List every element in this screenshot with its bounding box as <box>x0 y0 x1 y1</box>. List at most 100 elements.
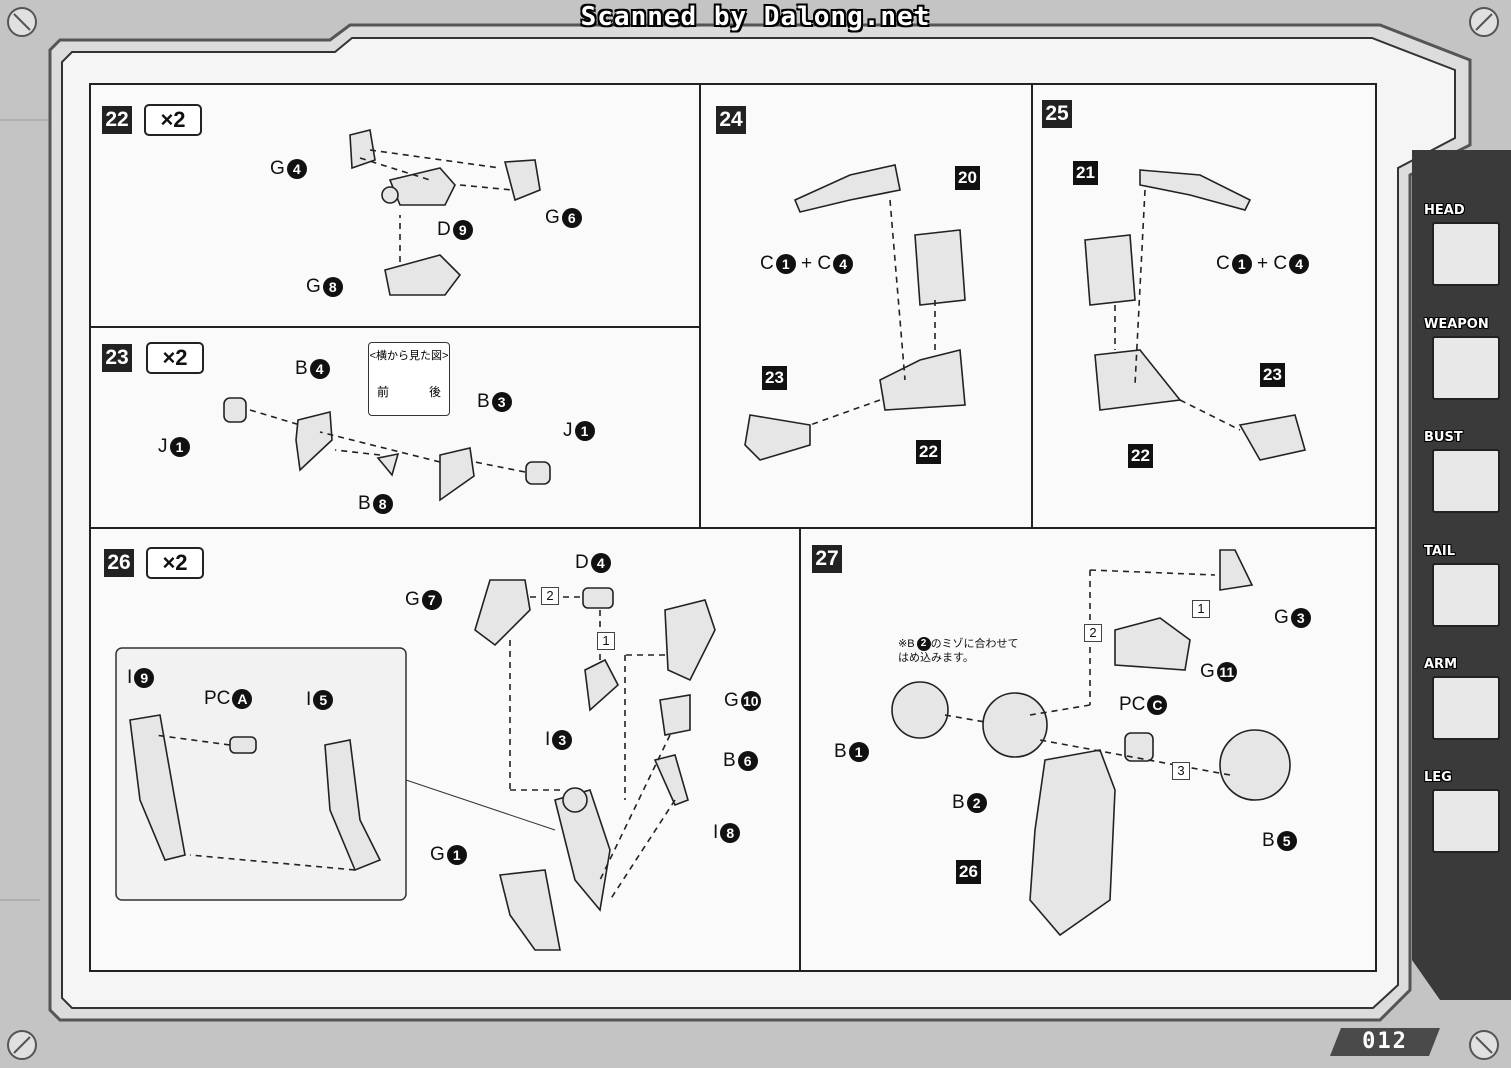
tab-label: LEG <box>1424 770 1452 785</box>
part-number: 5 <box>1276 830 1297 851</box>
step-ref: 21 <box>1073 161 1098 185</box>
part-number: A <box>232 688 253 709</box>
tab-arm[interactable]: ARM <box>1420 657 1504 740</box>
step-26-multiplier: ×2 <box>146 547 204 579</box>
step-23-multiplier: ×2 <box>146 342 204 374</box>
part-letter: G <box>724 690 739 711</box>
part-number: 11 <box>1216 661 1237 682</box>
step-ref: 26 <box>956 860 981 884</box>
part-letter: G <box>405 589 420 610</box>
part-letter: G <box>270 158 285 179</box>
step-ref: 22 <box>916 440 941 464</box>
tab-tail[interactable]: TAIL <box>1420 544 1504 627</box>
part-letter: I <box>713 822 719 843</box>
part-number: 1 <box>1231 253 1252 274</box>
assembly-order-marker: 2 <box>541 587 559 605</box>
part-letter: C <box>817 253 832 274</box>
part-letter: G <box>1274 607 1289 628</box>
tab-label: TAIL <box>1424 544 1456 559</box>
step-ref: 20 <box>955 166 980 190</box>
part-letter: D <box>437 219 451 240</box>
part-letter: C <box>1273 253 1288 274</box>
part-letter: B <box>358 493 371 514</box>
step-27-number: 27 <box>812 545 842 573</box>
part-number: 4 <box>286 158 307 179</box>
part-number: 6 <box>737 750 758 771</box>
part-letter: C <box>1216 253 1230 274</box>
part-number: 3 <box>1290 607 1311 628</box>
tab-weapon[interactable]: WEAPON <box>1420 317 1504 400</box>
assembly-order-marker: 1 <box>597 632 615 650</box>
tab-head[interactable]: HEAD <box>1420 203 1504 286</box>
part-letter: C <box>760 253 774 274</box>
side-view-back: 後 <box>428 385 441 399</box>
note-text: のミゾに合わせて <box>930 638 1019 650</box>
part-number: 8 <box>372 493 393 514</box>
step-ref: 23 <box>1260 363 1285 387</box>
part-letter: B <box>295 358 308 379</box>
part-letter: I <box>306 689 312 710</box>
part-letter: B <box>952 792 965 813</box>
part-letter: G <box>306 276 321 297</box>
page-number: 012 <box>1330 1028 1440 1056</box>
part-letter: I <box>127 667 133 688</box>
part-number: 8 <box>322 276 343 297</box>
step-22-multiplier: ×2 <box>144 104 202 136</box>
scan-watermark: Scanned by Dalong.net <box>580 2 931 32</box>
leg-part-icon <box>1432 789 1500 853</box>
tab-bust[interactable]: BUST <box>1420 430 1504 513</box>
part-number: 5 <box>313 689 334 710</box>
part-number: 2 <box>966 792 987 813</box>
tab-label: ARM <box>1424 657 1458 672</box>
part-number: 10 <box>740 690 761 711</box>
part-letter: B <box>834 741 847 762</box>
part-number: 1 <box>446 844 467 865</box>
part-letter: G <box>545 207 560 228</box>
part-letter: I <box>545 729 551 750</box>
step-ref: 23 <box>762 366 787 390</box>
step-ref: 22 <box>1128 444 1153 468</box>
step-ref-label: 22 <box>1128 444 1153 468</box>
part-number: C <box>1147 694 1168 715</box>
tab-label: WEAPON <box>1424 317 1489 332</box>
part-number: 4 <box>309 358 330 379</box>
part-letter: B <box>723 750 736 771</box>
part-number: 4 <box>1289 253 1310 274</box>
part-number: 1 <box>848 741 869 762</box>
part-number: 3 <box>552 729 573 750</box>
tab-leg[interactable]: LEG <box>1420 770 1504 853</box>
assembly-order-marker: 3 <box>1172 762 1190 780</box>
part-letter: B <box>477 391 490 412</box>
plus-sign: + <box>1257 253 1269 274</box>
step-22-number: 22 <box>102 106 132 134</box>
note-prefix: ※B <box>898 638 915 650</box>
assembly-order-marker: 2 <box>1084 624 1102 642</box>
part-number: 4 <box>590 552 611 573</box>
note-text-line2: はめ込みます。 <box>898 652 974 665</box>
step-26-number: 26 <box>104 549 134 577</box>
step-ref-label: 22 <box>916 440 941 464</box>
part-number: 1 <box>574 420 595 441</box>
tab-label: HEAD <box>1424 203 1465 218</box>
